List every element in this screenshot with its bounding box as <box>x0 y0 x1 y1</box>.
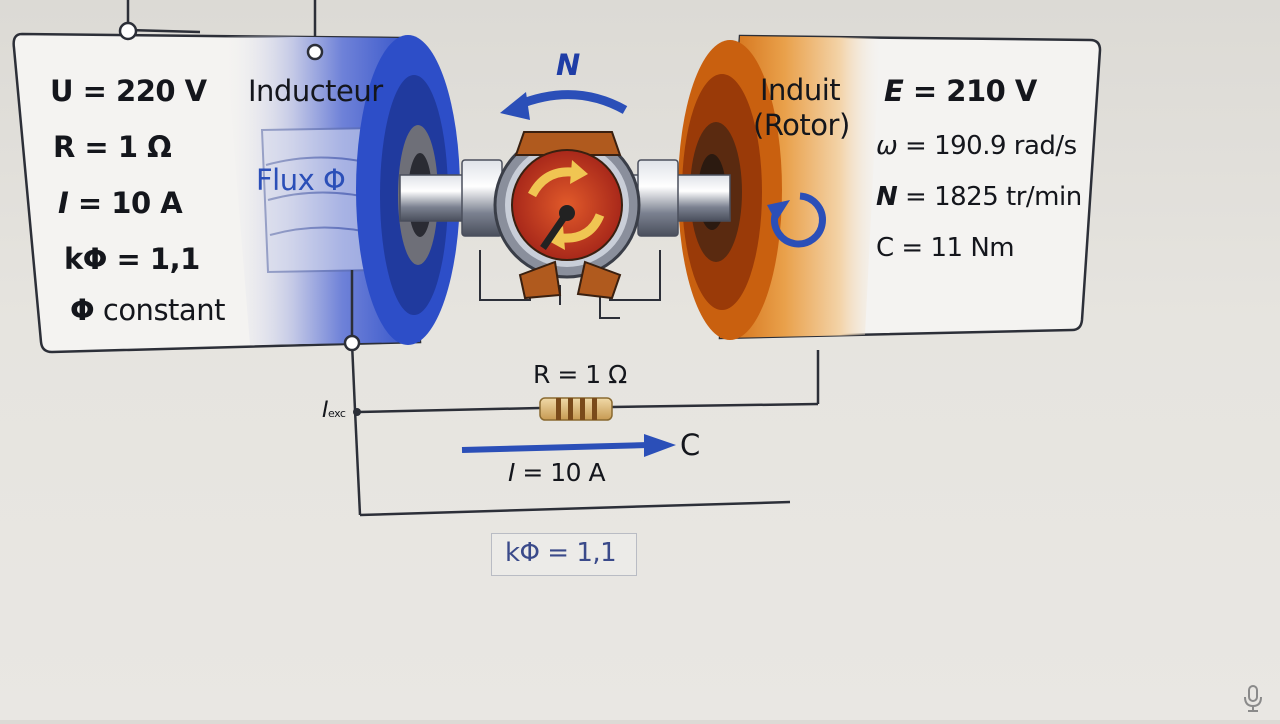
kphi-label: kΦ = 1,1 <box>64 242 200 276</box>
resistance-label: R = 1 Ω <box>53 130 172 164</box>
rotation-speed-symbol: N <box>556 48 580 82</box>
resistor-label: R = 1 Ω <box>533 360 627 389</box>
current-arrow <box>461 434 676 457</box>
circuit-wires <box>127 28 820 517</box>
torque-label: C = 11 Nm <box>876 233 1015 263</box>
angular-speed-label: ω = 190.9 rad/s <box>876 131 1077 161</box>
kphi-box-label: kΦ = 1,1 <box>505 538 617 568</box>
emf-label: E = 210 V <box>884 74 1037 108</box>
circuit-nodes <box>118 21 361 416</box>
rotor-rotation-icon <box>767 192 826 248</box>
circuit-current-label: I = 10 A <box>508 458 606 487</box>
current-label: I = 10 A <box>58 186 183 220</box>
kphi-box <box>491 533 637 576</box>
resistor <box>539 397 613 421</box>
flux-label: Flux Φ <box>256 163 346 197</box>
armature-sublabel: (Rotor) <box>753 108 850 142</box>
voltage-label: U = 220 V <box>50 74 207 108</box>
inductor-label: Inducteur <box>248 74 383 108</box>
flux-constant-label: Φ constant <box>70 293 225 327</box>
arrow-target-label: C <box>680 428 700 462</box>
microphone-icon[interactable] <box>1240 684 1266 714</box>
commutator <box>493 131 641 300</box>
rotation-arrow <box>500 90 628 120</box>
excitation-current-label: Iexc <box>322 398 346 423</box>
speed-label: N = 1825 tr/min <box>876 182 1082 212</box>
armature-label: Induit <box>760 73 841 107</box>
